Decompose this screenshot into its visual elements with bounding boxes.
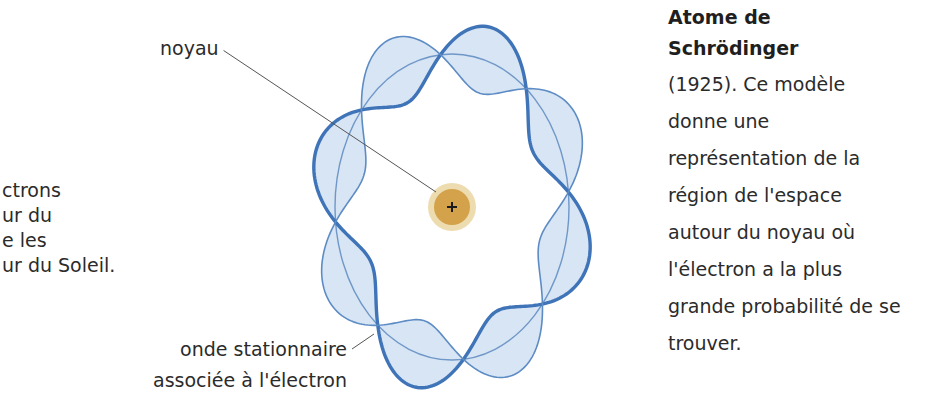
cut-text: ur du Soleil. bbox=[2, 253, 115, 278]
part-label: noyau bbox=[160, 36, 219, 61]
leader-line bbox=[352, 334, 374, 349]
nucleus bbox=[434, 189, 470, 225]
leader-line bbox=[224, 51, 436, 193]
cut-text: ur du bbox=[2, 203, 52, 228]
cut-text: ctrons bbox=[2, 178, 61, 203]
standing-wave bbox=[322, 37, 583, 378]
cut-text: e les bbox=[2, 228, 47, 253]
wave-lobes bbox=[314, 26, 590, 387]
orbit-circle bbox=[335, 54, 569, 360]
nucleus-halo bbox=[428, 183, 476, 231]
part-label: onde stationnaire associée à l'électron bbox=[115, 334, 347, 396]
description-text: (1925). Ce modèle donne une représentati… bbox=[668, 66, 904, 362]
plus-sign bbox=[451, 202, 453, 212]
panel-heading: Atome de Schrödinger bbox=[668, 2, 808, 64]
standing-wave bbox=[314, 26, 590, 387]
